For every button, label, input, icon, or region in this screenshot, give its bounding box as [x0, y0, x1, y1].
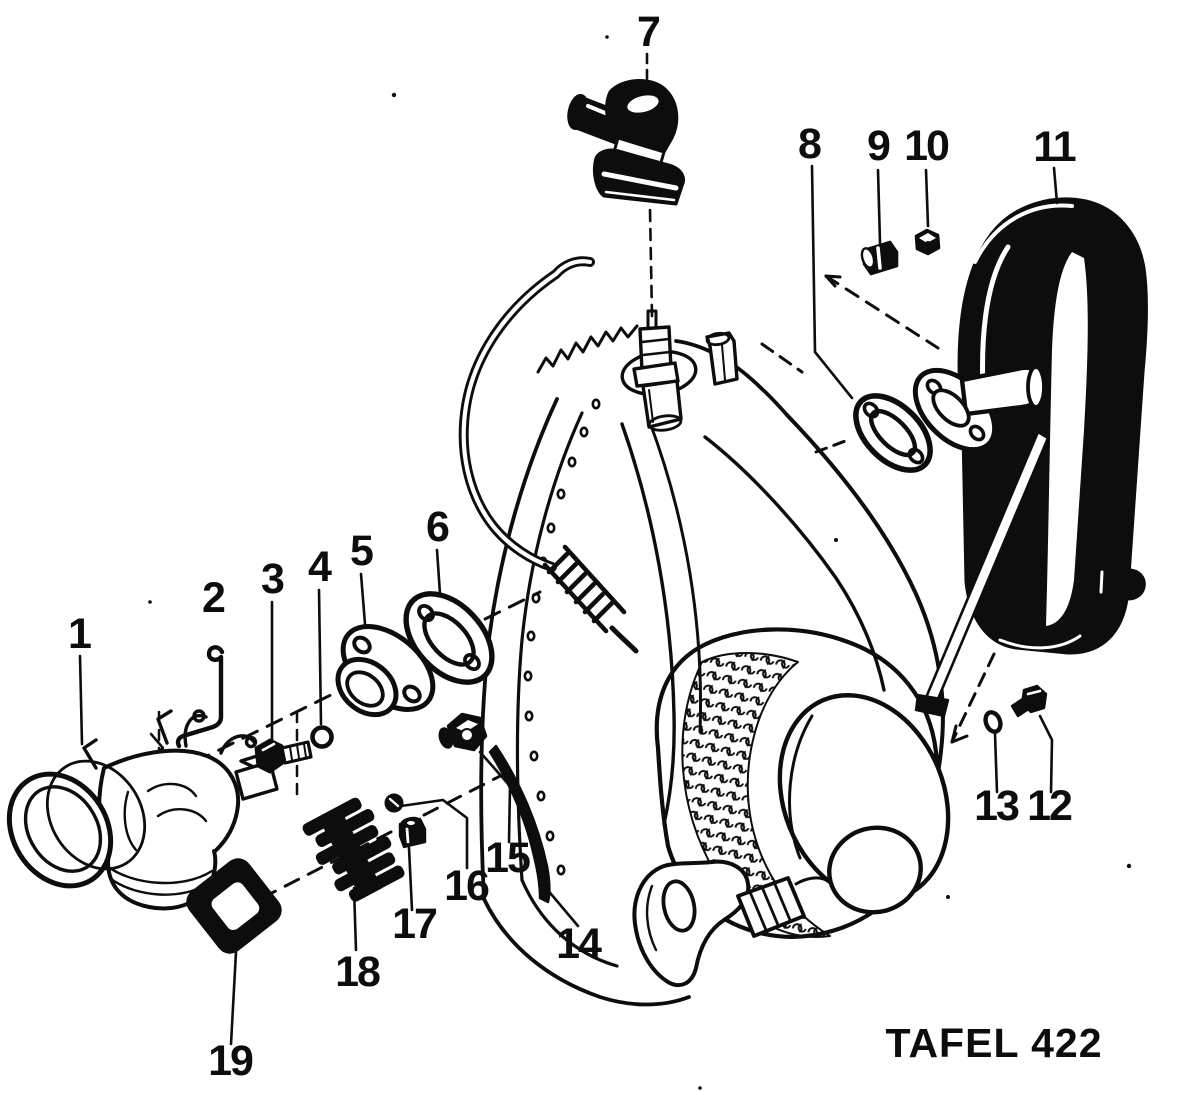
- part-label-18: 18: [335, 948, 380, 996]
- part-15-cap-nut: [438, 712, 488, 752]
- shroud-rivet-holes: [523, 398, 601, 876]
- ignition-cable: [458, 256, 595, 572]
- part-label-10: 10: [904, 122, 949, 170]
- part-label-15: 15: [485, 834, 530, 882]
- part-6-flange-gasket: [403, 591, 495, 685]
- leader-line-16: [399, 798, 469, 870]
- leader-line-8: [810, 164, 854, 400]
- part-label-16: 16: [444, 862, 489, 910]
- part-9-spacer-sleeve: [860, 240, 899, 276]
- part-label-11: 11: [1033, 123, 1076, 171]
- leader-line-5: [359, 572, 367, 626]
- part-label-6: 6: [426, 503, 449, 551]
- callout-leader-lines: [78, 52, 1059, 1046]
- leader-line-12: [1038, 714, 1054, 794]
- part-11-air-filter-silencer: [912, 197, 1149, 718]
- leader-line-6: [435, 548, 442, 596]
- leader-line-4: [317, 588, 323, 726]
- part-17-sleeve-nut: [398, 816, 427, 849]
- drum-hub-hole: [827, 825, 923, 915]
- part-14-clamp-strip: [488, 744, 551, 904]
- part-8-air-filter-gasket: [853, 393, 933, 473]
- part-label-19: 19: [208, 1037, 253, 1085]
- part-12-mounting-bolt: [1010, 684, 1048, 718]
- part-label-7: 7: [637, 8, 660, 56]
- leader-line-19: [229, 950, 238, 1046]
- handle-hole: [661, 879, 697, 933]
- leader-line-10: [924, 168, 930, 228]
- bolt-head: [254, 738, 286, 774]
- leader-line-17: [407, 846, 414, 912]
- part-16-ball-nipple: [384, 793, 404, 813]
- part-18-intake-rubber-block: [302, 797, 405, 902]
- bolt-head: [1020, 684, 1048, 714]
- part-3-flange-bolt: [254, 738, 313, 774]
- plate-title: TAFEL 422: [885, 1020, 1102, 1066]
- part-19-square-gasket: [186, 858, 282, 954]
- leader-line-1: [78, 654, 84, 746]
- cooling-fin-serration: [536, 324, 639, 374]
- part-label-4: 4: [308, 543, 332, 591]
- leader-line-9: [876, 168, 882, 245]
- silencer-stub: [1092, 564, 1146, 601]
- part-label-12: 12: [1027, 782, 1072, 830]
- cylinder-stud: [705, 331, 739, 386]
- part-10-hex-nut: [914, 228, 941, 256]
- part-label-8: 8: [798, 120, 821, 168]
- starter-handle: [632, 859, 828, 988]
- part-13-washer: [983, 710, 1003, 734]
- axis-arrowhead-lower: [950, 724, 969, 744]
- scan-speckles: [148, 35, 1132, 1090]
- leader-line-15: [478, 750, 512, 844]
- leader-line-11: [1052, 166, 1059, 205]
- part-1-carburetor: [6, 709, 279, 911]
- leader-line-13: [993, 732, 999, 794]
- part-label-1: 1: [68, 610, 91, 658]
- part-label-14: 14: [556, 920, 602, 968]
- part-7-spark-plug-cap: [567, 78, 686, 206]
- leader-line-18: [352, 886, 358, 952]
- part-label-5: 5: [350, 527, 373, 575]
- axis-arrowhead-upper: [824, 274, 842, 288]
- part-label-9: 9: [867, 122, 890, 170]
- part-4-washer-ring: [310, 725, 334, 749]
- part-label-3: 3: [261, 555, 284, 603]
- part-label-2: 2: [202, 574, 225, 622]
- callout-numbers: 1 2 3 4 5 6 7 8 9 10 11 12 13 14 15 16 1…: [68, 8, 1078, 1085]
- leader-line-14: [544, 886, 580, 928]
- spark-plug: [620, 309, 698, 432]
- part-2-choke-rod: [175, 645, 225, 749]
- part-label-17: 17: [392, 900, 437, 948]
- leader-line-7-lower: [648, 208, 654, 318]
- part-5-intake-flange: [335, 624, 436, 718]
- engine-assembly: [458, 256, 951, 1007]
- float-bowl: [106, 849, 218, 911]
- cable-boot: [542, 544, 639, 654]
- silencer-inlet-flange: [912, 365, 1046, 453]
- part-label-13: 13: [974, 782, 1019, 830]
